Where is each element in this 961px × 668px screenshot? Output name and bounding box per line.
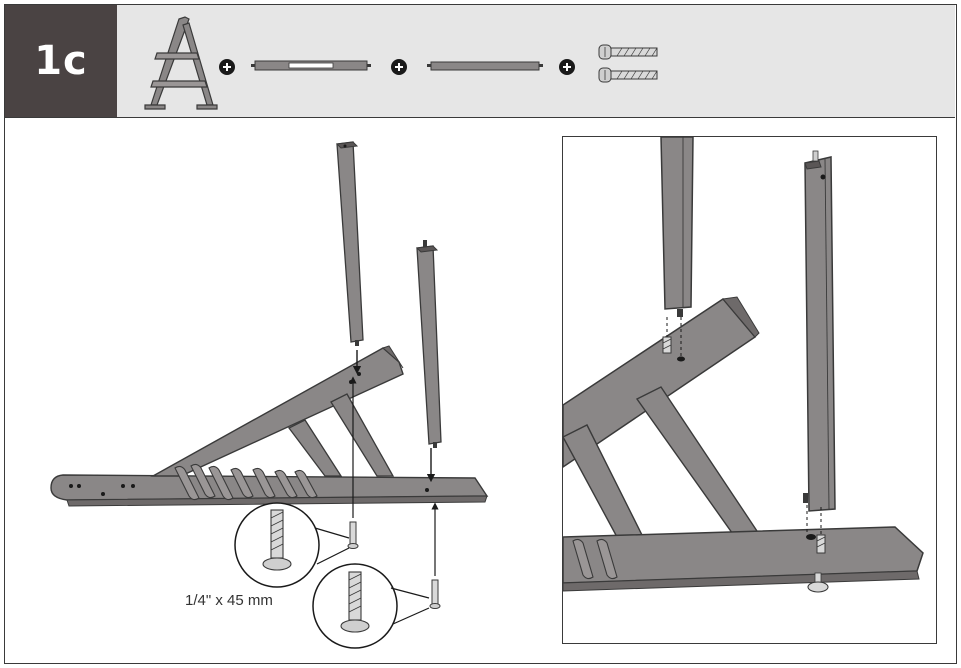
bolt-right <box>429 502 441 609</box>
plus-icon <box>559 59 575 75</box>
inset-left-post <box>660 137 694 317</box>
bolt-size-label: 1/4" x 45 mm <box>185 592 273 609</box>
inner-supports <box>288 393 395 477</box>
inset-base-rail <box>563 526 924 592</box>
crossbar-icon <box>427 61 543 71</box>
bolt-pair-icon <box>598 44 658 83</box>
plus-icon <box>219 59 235 75</box>
detail-inset <box>562 136 937 644</box>
inset-right-post <box>803 150 836 512</box>
crossbar-with-slot-icon <box>251 60 371 71</box>
instruction-panel: 1c <box>4 4 957 664</box>
plus-icon <box>391 59 407 75</box>
right-post <box>415 240 442 448</box>
left-post <box>335 141 364 346</box>
step-label: 1c <box>34 38 88 84</box>
bolt-left <box>347 376 359 549</box>
parts-list <box>117 5 955 117</box>
inset-dowel-bottom <box>816 534 826 554</box>
bolt-magnifier-2 <box>312 563 430 649</box>
inset-bolt-head <box>807 572 829 593</box>
assembly-area: 1/4" x 45 mm <box>5 118 955 663</box>
rail-notches <box>174 463 318 501</box>
inset-dowel-top <box>662 336 685 362</box>
high-chair-frame-icon <box>144 16 218 110</box>
inset-slanted-rail <box>563 296 760 468</box>
header-bar: 1c <box>5 5 955 118</box>
step-number-box: 1c <box>5 5 117 117</box>
bolt-magnifier-1 <box>234 502 350 588</box>
